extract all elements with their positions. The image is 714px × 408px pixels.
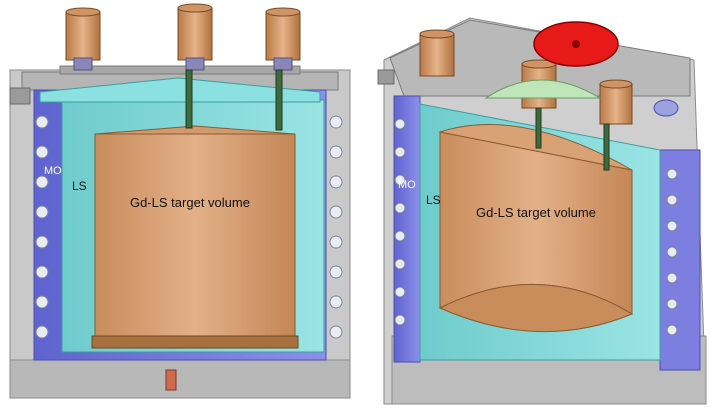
right-lid-deck (389, 19, 691, 97)
left-overflow-tower-3 (265, 7, 301, 71)
right-blue-flange (653, 99, 679, 117)
right-label-ls: LS (426, 193, 441, 207)
left-target-lid (94, 125, 296, 135)
right-feedthrough-pipe-2 (603, 123, 610, 171)
left-bottom-fitting (165, 369, 177, 391)
left-overflow-tower-2 (177, 3, 213, 71)
right-panel: MO LS Gd-LS target volume (377, 17, 707, 405)
right-label-target: Gd-LS target volume (476, 205, 596, 220)
left-feedthrough-pipe-2 (275, 69, 283, 131)
right-overflow-tower-1 (419, 29, 455, 77)
right-pmt-column-right (666, 168, 678, 336)
left-label-ls: LS (72, 179, 87, 193)
left-overflow-tower-1 (65, 7, 101, 71)
left-panel: MO LS Gd-LS target volume (9, 3, 351, 399)
right-label-mo: MO (398, 179, 416, 191)
left-label-mo: MO (44, 165, 62, 177)
right-side-port (377, 69, 395, 85)
right-green-plate (484, 79, 602, 99)
left-vessel-floor (9, 359, 351, 399)
right-target-bottom (438, 283, 634, 333)
left-feedthrough-pipe-1 (185, 69, 193, 129)
left-target-base (91, 335, 299, 349)
left-target-cylinder (94, 133, 296, 341)
right-feedthrough-pipe-1 (535, 107, 542, 149)
right-mineral-oil-region-back (659, 149, 701, 371)
right-overflow-tower-3 (599, 79, 633, 125)
right-pmt-column-left (394, 118, 406, 326)
left-ls-lid (39, 77, 321, 103)
left-side-port (9, 87, 31, 105)
left-label-target: Gd-LS target volume (130, 195, 250, 210)
left-pmt-column-right (329, 115, 343, 339)
left-pmt-column-left (35, 115, 49, 339)
